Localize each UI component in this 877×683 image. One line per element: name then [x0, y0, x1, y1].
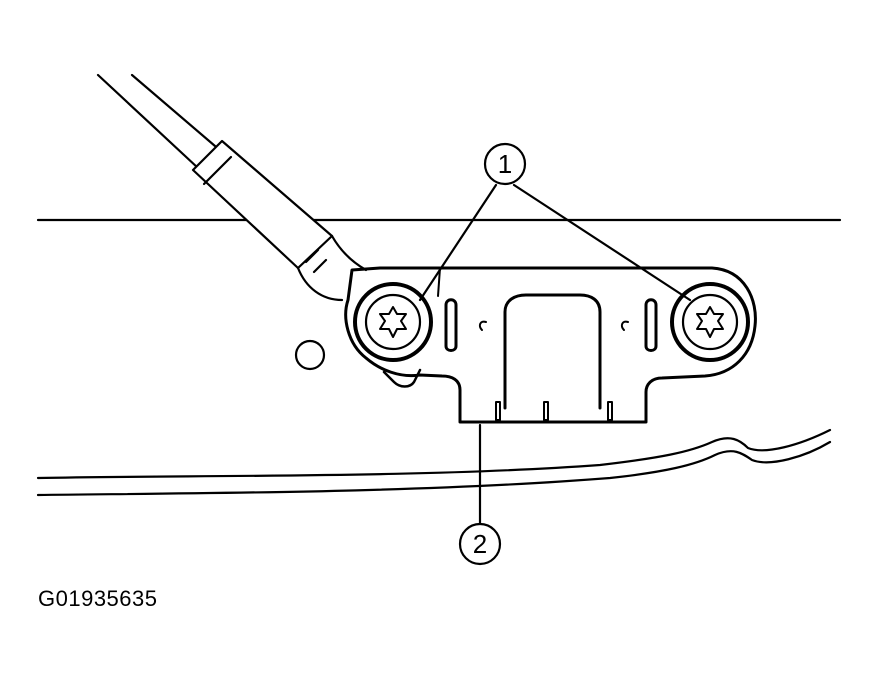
sleeve-ring	[202, 155, 233, 186]
bracket-slot-left	[444, 298, 458, 352]
torx-head-icon	[379, 306, 407, 338]
body-panel	[36, 218, 842, 497]
leader-1-to-right-fastener	[512, 183, 692, 302]
bracket-hook-right	[620, 320, 629, 331]
callout-2-circle	[458, 522, 502, 566]
panel-lower-edge-outer	[36, 428, 832, 480]
harness-wire-right	[130, 73, 224, 154]
ground-tab	[382, 368, 422, 388]
fastener-left-washer	[353, 282, 433, 362]
figure-id: G01935635	[38, 586, 158, 611]
fastener-left	[353, 282, 433, 362]
harness-wire-left	[96, 73, 200, 170]
leader-1-to-left-fastener	[418, 183, 498, 302]
wire-harness	[96, 73, 368, 302]
terminal-crimp	[304, 248, 328, 274]
callout-1-label: 1	[498, 149, 512, 179]
callout-1: 1	[483, 142, 527, 186]
fastener-right-head	[681, 293, 739, 351]
connector-pin-2	[543, 401, 549, 421]
torx-head-icon	[696, 306, 724, 338]
sensor-housing	[503, 293, 602, 410]
connector-pin-3	[607, 401, 613, 421]
bracket-outline	[344, 266, 757, 424]
fastener-right-washer	[670, 282, 750, 362]
callout-2: 2	[458, 522, 502, 566]
connector-pin-1	[495, 401, 501, 421]
callout-2-label: 2	[473, 529, 487, 559]
panel-lower-edge-inner	[36, 440, 832, 497]
fastener-left-head	[364, 293, 422, 351]
sensor-bracket	[344, 266, 757, 424]
panel-locating-hole	[294, 339, 326, 371]
leader-lines	[418, 183, 692, 525]
bracket-slot-right	[644, 298, 658, 352]
harness-sleeve	[191, 139, 334, 270]
callout-1-circle	[483, 142, 527, 186]
fastener-right	[670, 282, 750, 362]
bracket-hook-left	[478, 320, 487, 331]
